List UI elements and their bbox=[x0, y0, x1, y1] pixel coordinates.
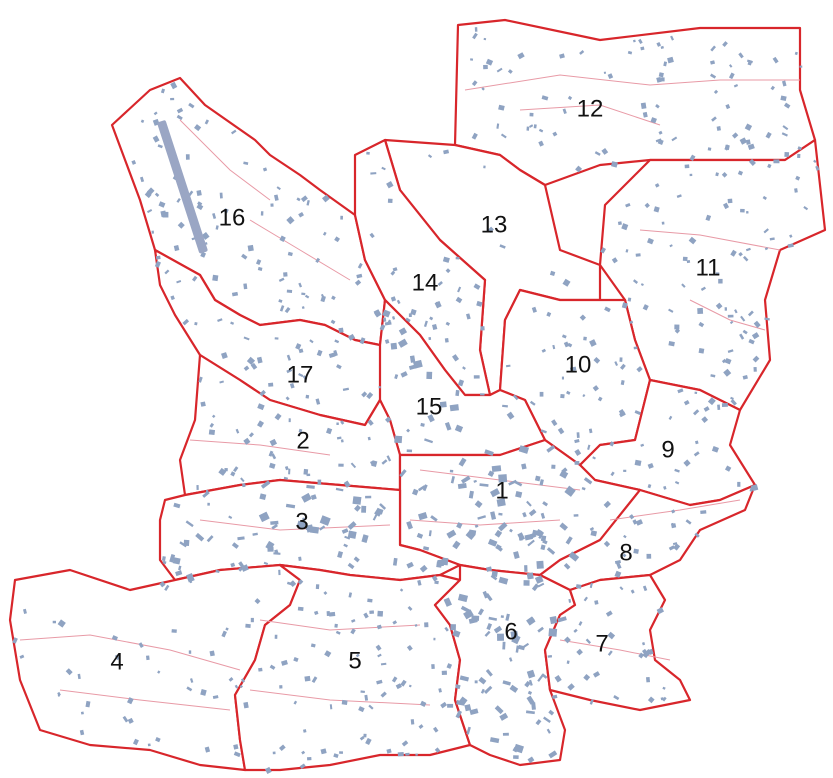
district-4-label: 4 bbox=[110, 648, 123, 675]
district-7-shape[interactable] bbox=[543, 573, 692, 712]
district-shapes bbox=[8, 18, 827, 772]
district-5-label: 5 bbox=[348, 647, 361, 674]
district-12-label: 12 bbox=[577, 95, 604, 122]
district-16-shape[interactable] bbox=[110, 76, 387, 347]
district-17-label: 17 bbox=[287, 361, 314, 388]
district-16-label: 16 bbox=[219, 204, 246, 231]
district-3-label: 3 bbox=[295, 508, 308, 535]
district-labels: 1 2 3 4 5 6 7 8 9 10 11 12 13 14 15 16 1… bbox=[110, 95, 720, 675]
district-8-label: 8 bbox=[619, 539, 632, 566]
district-1-label: 1 bbox=[495, 477, 508, 504]
building-blocks bbox=[12, 27, 820, 775]
district-11-label: 11 bbox=[696, 254, 721, 281]
district-13-label: 13 bbox=[481, 211, 508, 238]
district-6-label: 6 bbox=[504, 618, 517, 645]
district-10-label: 10 bbox=[565, 351, 592, 378]
district-2-label: 2 bbox=[296, 427, 309, 454]
airport-runway bbox=[157, 120, 208, 254]
district-7-label: 7 bbox=[595, 630, 608, 657]
district-5-shape[interactable] bbox=[233, 563, 472, 772]
district-9-label: 9 bbox=[661, 436, 674, 463]
district-14-label: 14 bbox=[412, 269, 439, 296]
district-15-label: 15 bbox=[416, 393, 443, 420]
